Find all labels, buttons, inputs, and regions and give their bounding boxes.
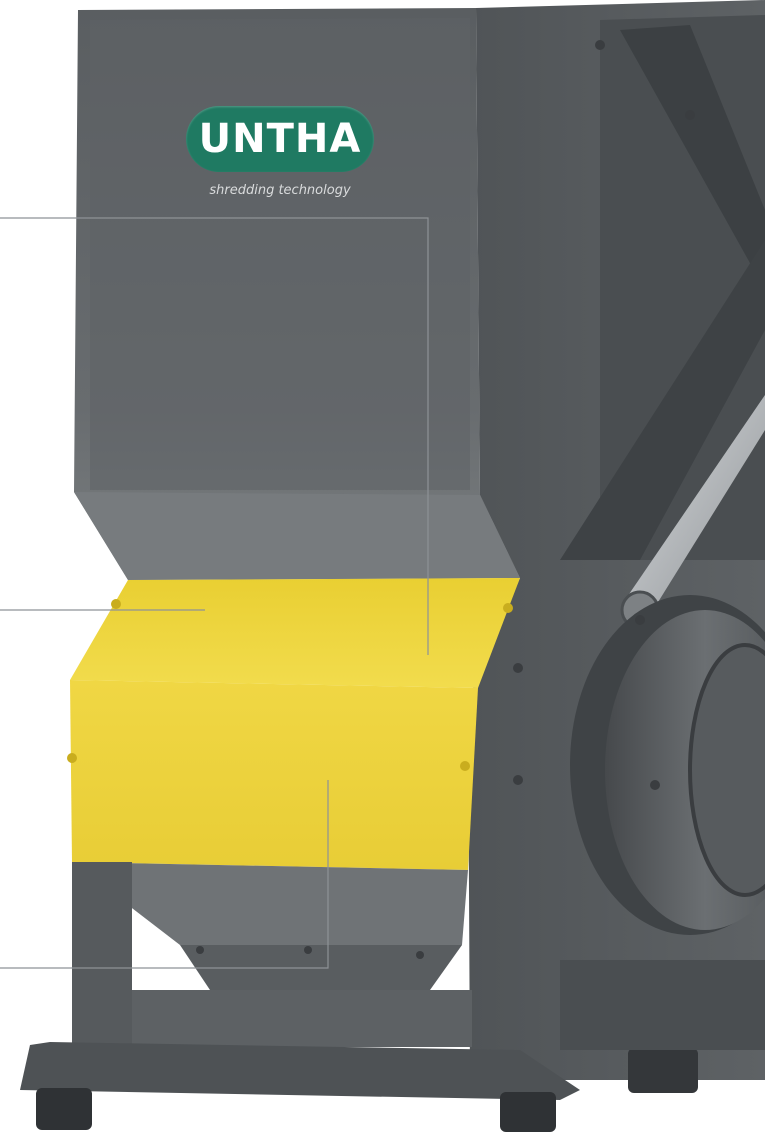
hydraulic-cylinder-rod — [625, 395, 765, 615]
guard-bolt — [111, 599, 121, 609]
hopper-slope — [74, 492, 520, 580]
side-bolt — [513, 663, 523, 673]
side-bolt — [650, 780, 660, 790]
side-bolt — [513, 775, 523, 785]
lower-frame-left — [72, 862, 132, 1047]
foot-left — [36, 1088, 92, 1130]
chute-bolt — [416, 951, 424, 959]
side-bolt — [635, 615, 645, 625]
side-bolt — [595, 40, 605, 50]
discharge-chute — [72, 862, 468, 945]
side-bolt — [685, 110, 695, 120]
frame-strut-lower — [560, 240, 765, 560]
chute-bolt — [304, 946, 312, 954]
chute-bolt — [196, 946, 204, 954]
logo-text: UNTHA — [198, 116, 362, 162]
untha-logo: UNTHA — [186, 106, 374, 172]
motor-drum-face — [690, 645, 765, 895]
lower-frame-mid — [132, 990, 472, 1047]
guard-bolt — [503, 603, 513, 613]
foot-motor — [628, 1048, 698, 1093]
motor-stand — [560, 960, 765, 1050]
foot-right — [500, 1092, 556, 1132]
motor-drum-ring — [688, 643, 765, 897]
guard-bolt — [67, 753, 77, 763]
discharge-callout-line — [0, 780, 329, 969]
brand-tagline: shredding technology — [209, 183, 351, 198]
hopper-callout-line — [0, 217, 429, 655]
hopper-inner-panel — [90, 18, 470, 490]
yellow-guard-front — [70, 680, 478, 870]
guard-bolt — [460, 761, 470, 771]
yellow-guard-top — [70, 578, 520, 688]
frame-strut-upper — [620, 25, 765, 290]
base-plate — [20, 1042, 580, 1100]
